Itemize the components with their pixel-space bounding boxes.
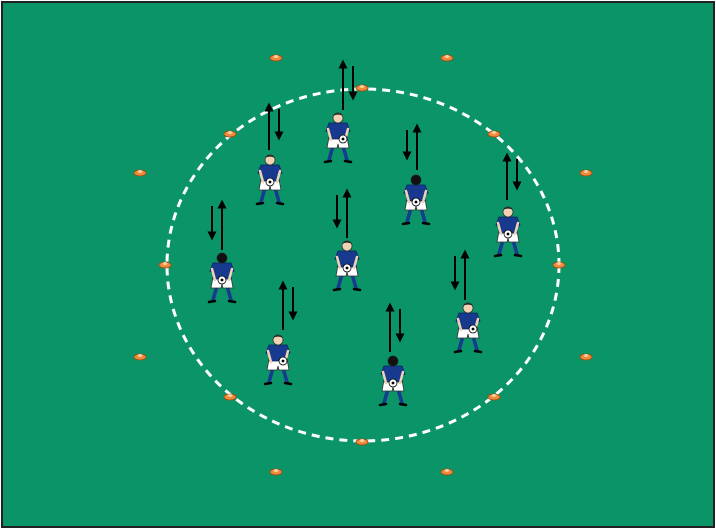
cone-icon bbox=[580, 170, 592, 176]
ball-icon bbox=[469, 325, 477, 333]
cone-icon bbox=[553, 262, 565, 268]
ball-icon bbox=[266, 178, 274, 186]
ball-icon bbox=[218, 276, 226, 284]
cone-icon bbox=[356, 85, 368, 91]
ball-icon bbox=[389, 379, 397, 387]
cone-icon bbox=[134, 354, 146, 360]
cone-icon bbox=[134, 170, 146, 176]
cone-icon bbox=[580, 354, 592, 360]
ball-icon bbox=[412, 198, 420, 206]
cone-icon bbox=[270, 469, 282, 475]
cone-icon bbox=[159, 262, 171, 268]
cone-icon bbox=[441, 55, 453, 61]
ball-icon bbox=[343, 264, 351, 272]
cone-icon bbox=[488, 394, 500, 400]
ball-icon bbox=[339, 135, 347, 143]
cone-icon bbox=[270, 55, 282, 61]
cone-icon bbox=[224, 394, 236, 400]
cone-icon bbox=[441, 469, 453, 475]
cone-icon bbox=[224, 131, 236, 137]
cone-icon bbox=[356, 439, 368, 445]
cone-icon bbox=[488, 131, 500, 137]
ball-icon bbox=[279, 357, 287, 365]
ball-icon bbox=[504, 230, 512, 238]
